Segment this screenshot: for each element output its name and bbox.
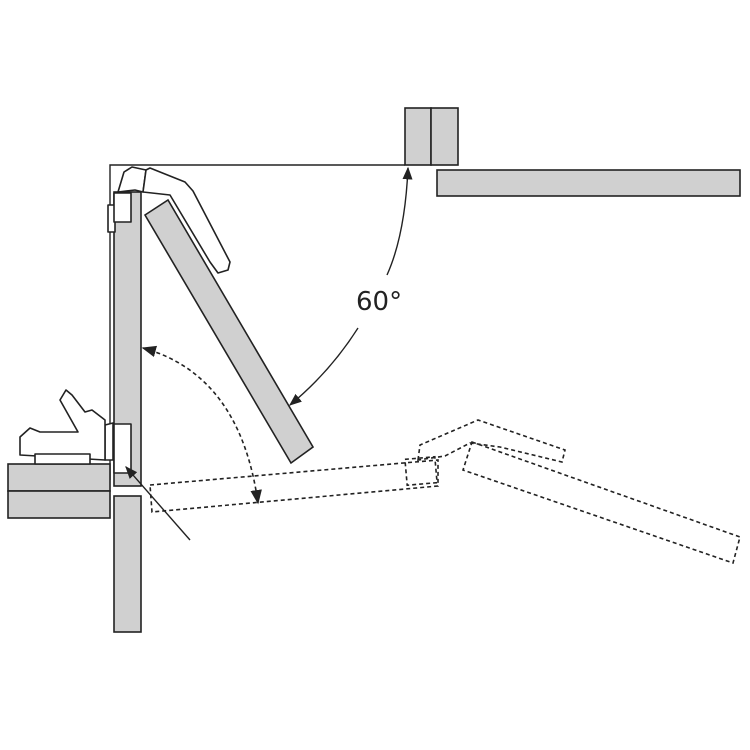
door-panel-swung-dashed — [461, 440, 741, 565]
door-panel-open — [143, 198, 315, 465]
hinge-cup-dashed — [404, 455, 438, 487]
leader-arrow — [125, 466, 191, 541]
hinge-bottom-arm — [19, 389, 106, 461]
top-block-right — [430, 107, 459, 166]
door-panel-closed-dashed — [149, 459, 439, 513]
angle-label: 60° — [356, 287, 402, 317]
top-block-left — [404, 107, 432, 166]
hinge-cup-top — [113, 192, 132, 223]
hinge-bottom-base — [34, 453, 91, 465]
hinge-arm-body — [142, 167, 231, 274]
left-shelf-upper — [7, 463, 111, 492]
left-shelf-lower — [7, 490, 111, 519]
angle-arc-upper — [386, 166, 413, 276]
frame-outline — [109, 164, 405, 480]
lower-side-panel — [113, 495, 142, 633]
opening-arc — [141, 345, 262, 505]
angle-arc-lower — [289, 327, 359, 406]
hinge-cup-bottom — [113, 423, 132, 474]
hinge-arm-top — [117, 166, 147, 193]
hinge-bottom-plate — [104, 422, 114, 461]
hinge-arm-dashed — [417, 419, 566, 463]
top-shelf — [436, 169, 741, 197]
